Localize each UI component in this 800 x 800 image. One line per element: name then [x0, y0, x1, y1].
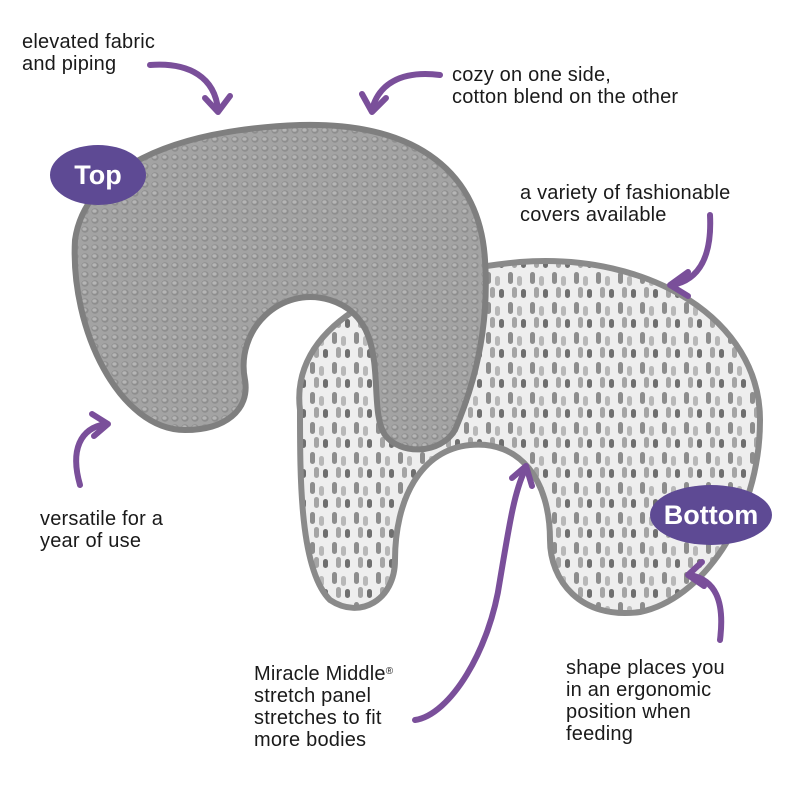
arrow-cozy: [359, 71, 443, 115]
callout-miracle-line3: stretches to fit: [254, 707, 382, 729]
callout-miracle-line1: Miracle Middle®: [254, 663, 393, 685]
arrow-versatile: [73, 411, 111, 488]
callout-variety: a variety of fashionable covers availabl…: [520, 182, 730, 226]
callout-elevated-line1: elevated fabric: [22, 31, 156, 53]
callout-miracle: Miracle Middle® stretch panel stretches …: [254, 663, 393, 751]
arrow-variety: [667, 212, 714, 299]
top-badge: Top: [50, 145, 146, 205]
callout-shape-line2: in an ergonomic: [566, 679, 712, 701]
bottom-badge-label: Bottom: [663, 499, 759, 530]
callout-shape-line4: feeding: [566, 723, 634, 745]
arrow-miracle: [412, 463, 535, 723]
callout-variety-line1: a variety of fashionable: [520, 182, 731, 204]
callout-shape-line1: shape places you: [566, 657, 725, 679]
callout-cozy-line1: cozy on one side,: [452, 64, 612, 86]
callout-miracle-line4: more bodies: [254, 729, 367, 751]
arrow-elevated: [147, 61, 233, 115]
callout-shape: shape places you in an ergonomic positio…: [566, 657, 725, 745]
callout-cozy: cozy on one side, cotton blend on the ot…: [452, 64, 678, 108]
callout-variety-line2: covers available: [520, 204, 667, 226]
arrow-shape: [685, 559, 725, 643]
callout-miracle-line2: stretch panel: [254, 685, 372, 707]
callout-elevated: elevated fabric and piping: [22, 31, 155, 75]
top-pillow: [71, 121, 489, 453]
callout-elevated-line2: and piping: [22, 53, 117, 75]
callout-cozy-line2: cotton blend on the other: [452, 86, 679, 108]
registered-mark: ®: [385, 666, 394, 677]
bottom-badge: Bottom: [650, 485, 772, 545]
callout-versatile-line2: year of use: [40, 530, 142, 552]
callout-miracle-title: Miracle Middle: [254, 663, 386, 685]
callout-shape-line3: position when: [566, 701, 691, 723]
callout-versatile-line1: versatile for a: [40, 508, 164, 530]
callout-versatile: versatile for a year of use: [40, 508, 163, 552]
top-badge-label: Top: [74, 159, 122, 190]
